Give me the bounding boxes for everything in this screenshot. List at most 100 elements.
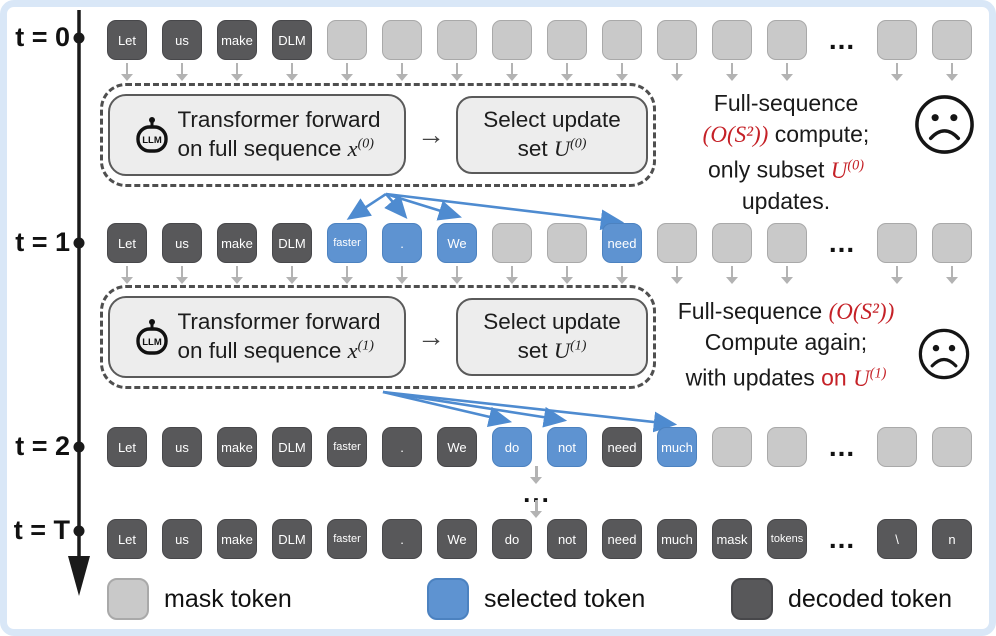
mask-token [932, 427, 972, 467]
selected-token: do [492, 427, 532, 467]
token-slot: . [382, 519, 422, 559]
decoded-token: us [162, 223, 202, 263]
transformer-forward-box-0: LLM Transformer forward on full sequence… [108, 94, 406, 176]
down-arrow-icon [231, 63, 242, 81]
svg-text:LLM: LLM [142, 135, 162, 146]
down-arrow-icon [726, 266, 737, 284]
svg-text:LLM: LLM [142, 337, 162, 348]
down-arrow-icon [396, 63, 407, 81]
down-arrow-icon [451, 266, 462, 284]
token-slot: make [217, 427, 257, 467]
mask-token [657, 20, 697, 60]
down-arrow-icon [946, 63, 957, 81]
time-label-tT: t = T [13, 515, 70, 545]
token-slot: Let [107, 519, 147, 559]
down-arrow-icon [176, 63, 187, 81]
token-slot: DLM [272, 519, 312, 559]
llm-robot-icon: LLM [135, 117, 168, 153]
timeline-axis [68, 10, 90, 596]
transformer-box-text: Transformer forward on full sequence x(0… [177, 107, 381, 161]
mask-token [492, 223, 532, 263]
token-slot: ... [822, 223, 862, 277]
token-slot [877, 427, 917, 467]
down-arrow-icon [530, 500, 541, 518]
decoded-token: us [162, 427, 202, 467]
token-slot: . [382, 223, 422, 284]
mask-token [712, 223, 752, 263]
decoded-token: faster [327, 519, 367, 559]
selected-token: much [657, 427, 697, 467]
note-line: (O(S²)) compute; [702, 121, 870, 147]
decoded-token: make [217, 519, 257, 559]
down-arrow-icon [341, 266, 352, 284]
note-line: Compute again; [704, 329, 868, 355]
decoded-token: DLM [272, 427, 312, 467]
token-slot: us [162, 519, 202, 559]
mask-token [327, 20, 367, 60]
note-line: with updates on U(1) [685, 364, 887, 391]
decoded-token: make [217, 20, 257, 60]
token-slot: us [162, 427, 202, 467]
token-slot: DLM [272, 20, 312, 81]
token-slot [932, 223, 972, 284]
token-slot: need [602, 223, 642, 284]
token-slot: ... [822, 427, 862, 467]
down-arrow-icon [121, 266, 132, 284]
token-slot: We [437, 223, 477, 284]
token-slot [657, 20, 697, 81]
down-arrow-icon [506, 63, 517, 81]
llm-robot-icon: LLM [135, 319, 168, 355]
decoded-token: make [217, 223, 257, 263]
token-slot: tokens [767, 519, 807, 559]
down-arrow-icon [176, 266, 187, 284]
mask-token [712, 20, 752, 60]
transformer-box-text: Transformer forward on full sequence x(1… [177, 309, 381, 363]
down-arrow-icon [530, 466, 541, 484]
token-slot: Let [107, 20, 147, 81]
decoded-token: Let [107, 20, 147, 60]
down-arrow-icon [671, 63, 682, 81]
mask-token [437, 20, 477, 60]
token-slot [492, 223, 532, 284]
token-slot: ... [822, 519, 862, 559]
token-slot: not [547, 427, 587, 467]
token-slot [602, 20, 642, 81]
sad-face-icon [918, 328, 970, 380]
decoded-token: mask [712, 519, 752, 559]
down-arrow-icon [616, 266, 627, 284]
token-slot [877, 223, 917, 284]
down-arrow-icon [506, 266, 517, 284]
token-slot: . [382, 427, 422, 467]
note-full-sequence-compute-1: Full-sequence (O(S²))Compute again;with … [660, 296, 912, 394]
decoded-token: us [162, 519, 202, 559]
decoded-token: not [547, 519, 587, 559]
token-slot [657, 223, 697, 284]
mask-token [767, 427, 807, 467]
selected-token: . [382, 223, 422, 263]
token-slot: ... [822, 20, 862, 74]
token-slot: much [657, 519, 697, 559]
mask-token [547, 20, 587, 60]
token-slot: not [547, 519, 587, 559]
mask-token [657, 223, 697, 263]
down-arrow-icon [671, 266, 682, 284]
note-line: only subset U(0) updates. [708, 156, 864, 214]
time-label-t0: t = 0 [15, 22, 70, 52]
token-slot: We [437, 427, 477, 467]
token-slot [767, 223, 807, 284]
token-slot: We [437, 519, 477, 559]
row-ellipsis: ... [828, 523, 856, 554]
down-arrow-icon [286, 266, 297, 284]
time-label-t2: t = 2 [15, 431, 70, 461]
down-arrow-icon [616, 63, 627, 81]
update-arrows-step1 [346, 192, 625, 231]
mask-token [382, 20, 422, 60]
mask-token [547, 223, 587, 263]
selected-token-swatch [427, 578, 469, 620]
down-arrow-icon [121, 63, 132, 81]
decoded-token: Let [107, 223, 147, 263]
down-arrow-icon [396, 266, 407, 284]
token-slot [437, 20, 477, 81]
